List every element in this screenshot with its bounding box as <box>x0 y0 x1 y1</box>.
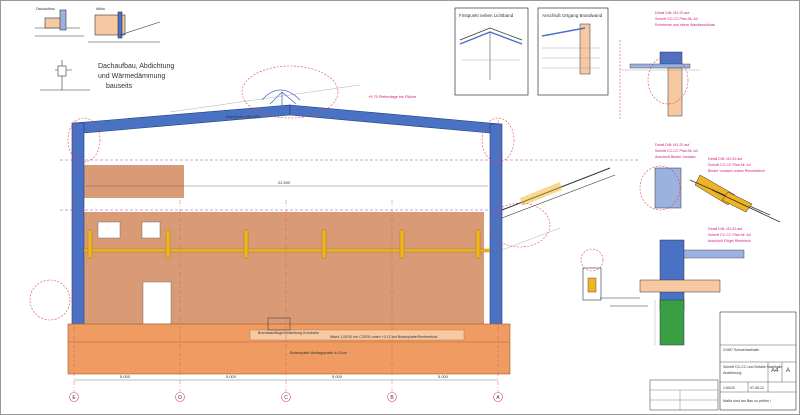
description-line-1: Schnitt CC-CC und Details Stahlhalle <box>723 365 782 369</box>
date-value: 07.08.12 <box>750 386 764 390</box>
axis-label-a: A <box>496 395 500 401</box>
heading-block: Dachaufbau, Abdichtung und Wärmedämmung … <box>98 63 174 90</box>
axis-label-c: C <box>284 395 288 401</box>
title-block <box>719 311 797 411</box>
scale-value: 1:50/20 <box>723 386 735 390</box>
crane-posts <box>87 229 481 259</box>
detail-box-brandwand: Anschluß Ortgang Brandwand <box>537 7 609 96</box>
slab-note-1: Brandwandfuge/Abdichtung Kranbahn <box>258 331 319 335</box>
detail-top-right <box>619 40 700 120</box>
slab-note-box <box>249 329 465 341</box>
sheet-number: A4 <box>771 368 779 374</box>
detail-label-12: Anschluß Flügel Rinnblech <box>708 239 751 243</box>
column-right <box>489 123 503 327</box>
detail-gutter-2 <box>711 189 781 223</box>
wall-infill-upper <box>84 165 184 198</box>
detail-label-4: Detail DIN: M1:20 auf <box>655 143 689 147</box>
door-opening <box>142 281 172 325</box>
detail-label-group-3: Detail DIN: M1:20 auf Schnitt CC-CC Plan… <box>708 157 765 173</box>
slab-note-3: Bodenplatte Montageplatte d=12cm <box>290 351 347 355</box>
sketch-note-1: Dachaufbau <box>36 7 55 11</box>
detail-brandwand-title: Anschluß Ortgang Brandwand <box>542 13 603 18</box>
axis-label-e: E <box>72 395 76 401</box>
description-line-2: Ausführung <box>723 371 741 375</box>
detail-label-6: Anschluß Binder Vordach <box>655 155 696 159</box>
axis-bubbles <box>69 392 503 402</box>
revision-clouds <box>29 55 689 321</box>
window-left <box>97 221 121 239</box>
axis-grid <box>73 120 499 392</box>
heading-line-1: Dachaufbau, Abdichtung <box>98 63 174 70</box>
detail-label-3: Rohrtonne und obere Wandanschluss <box>655 23 715 27</box>
detail-label-7: Detail DIN: M1:20 auf <box>708 157 742 161</box>
sketch-note-2: Attika <box>96 7 105 11</box>
bottom-dim-4: 5.000 <box>438 374 449 379</box>
detail-label-11: Schnitt CC-CC Plan-Nr. A4 <box>708 233 751 237</box>
detail-first-title: Firstpunkt neben Lichtband <box>459 13 514 18</box>
detail-label-8: Schnitt CC-CC Plan-Nr. A4 <box>708 163 751 167</box>
axis-label-b: B <box>390 395 394 401</box>
detail-label-5: Schnitt CC-CC Plan-Nr. A4 <box>655 149 698 153</box>
bottom-dim-2: 5.000 <box>226 374 237 379</box>
detail-box-ridge: Firstpunkt neben Lichtband <box>454 7 529 96</box>
slab-note-2: Wand 1,00/30 cm C25/30 unten +0.12 auf B… <box>330 335 438 339</box>
detail-label-1: Detail DIN: M1:20 auf <box>655 11 689 15</box>
heading-line-3: bauseits <box>106 83 133 90</box>
heading-line-2: und Wärmedämmung <box>98 73 165 80</box>
roof-level-note: +9,75 Pfettenlage bis Fläche <box>368 95 416 99</box>
beam-label: Stahlbinder HEA 500 <box>226 115 259 119</box>
pit-outline <box>267 317 291 331</box>
axis-label-d: D <box>178 395 182 401</box>
bottom-note: Maße sind am Bau zu prüfen ! <box>723 399 771 403</box>
detail-label-group-4: Detail DIN: M1:20 auf Schnitt CC-CC Plan… <box>708 227 751 243</box>
bottom-dim-3: 5.000 <box>332 374 343 379</box>
detail-label-group-1: Detail DIN: M1:20 auf Schnitt CC-CC Plan… <box>655 11 715 27</box>
window-middle <box>141 221 161 239</box>
detail-label-group-2: Detail DIN: M1:20 auf Schnitt CC-CC Plan… <box>655 143 698 159</box>
project-number: 21967 Schwerlasthalle <box>723 348 759 352</box>
detail-label-2: Schnitt CC-CC Plan-Nr. A4 <box>655 17 698 21</box>
detail-label-9: Binder Vordach untere Rinnenblech <box>708 169 765 173</box>
top-left-detail-sketches <box>35 9 161 91</box>
bottom-dim-1: 5.000 <box>120 374 131 379</box>
ridge-dimension: 22.500 <box>278 180 291 185</box>
crane-rail <box>83 248 491 253</box>
leader-line <box>169 84 361 113</box>
detail-column-base <box>639 239 745 346</box>
skylight-sketch <box>261 89 301 108</box>
index-letter: A <box>786 368 790 374</box>
detail-bracket <box>580 248 648 307</box>
stamp-box <box>649 379 719 411</box>
detail-label-10: Detail DIN: M1:20 auf <box>708 227 742 231</box>
